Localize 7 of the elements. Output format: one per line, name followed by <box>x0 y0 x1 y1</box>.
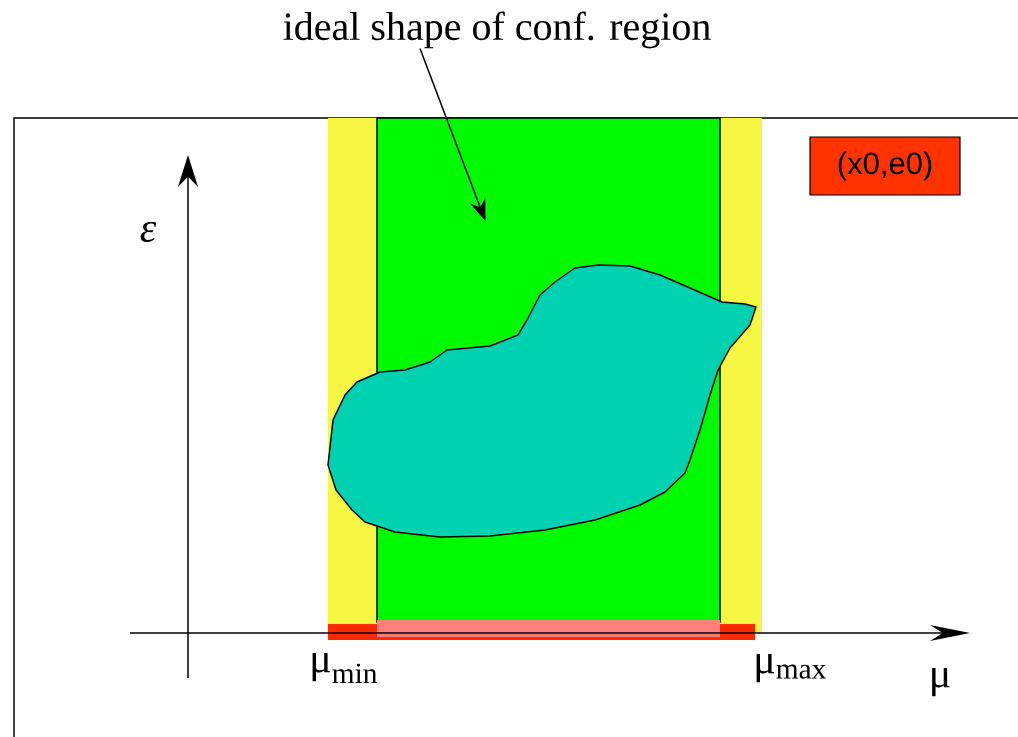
axis-tick-label: μ$_{min}$ <box>312 652 377 684</box>
title-text: ideal shape of conf. region <box>283 11 711 49</box>
point-label: (x0,e0) <box>809 136 961 196</box>
confidence-region-blob <box>327 264 757 538</box>
axis-tick-label: μ$_{max}$ <box>756 653 826 683</box>
axis-label: ε <box>140 221 157 243</box>
axis-label: μ <box>932 667 950 697</box>
